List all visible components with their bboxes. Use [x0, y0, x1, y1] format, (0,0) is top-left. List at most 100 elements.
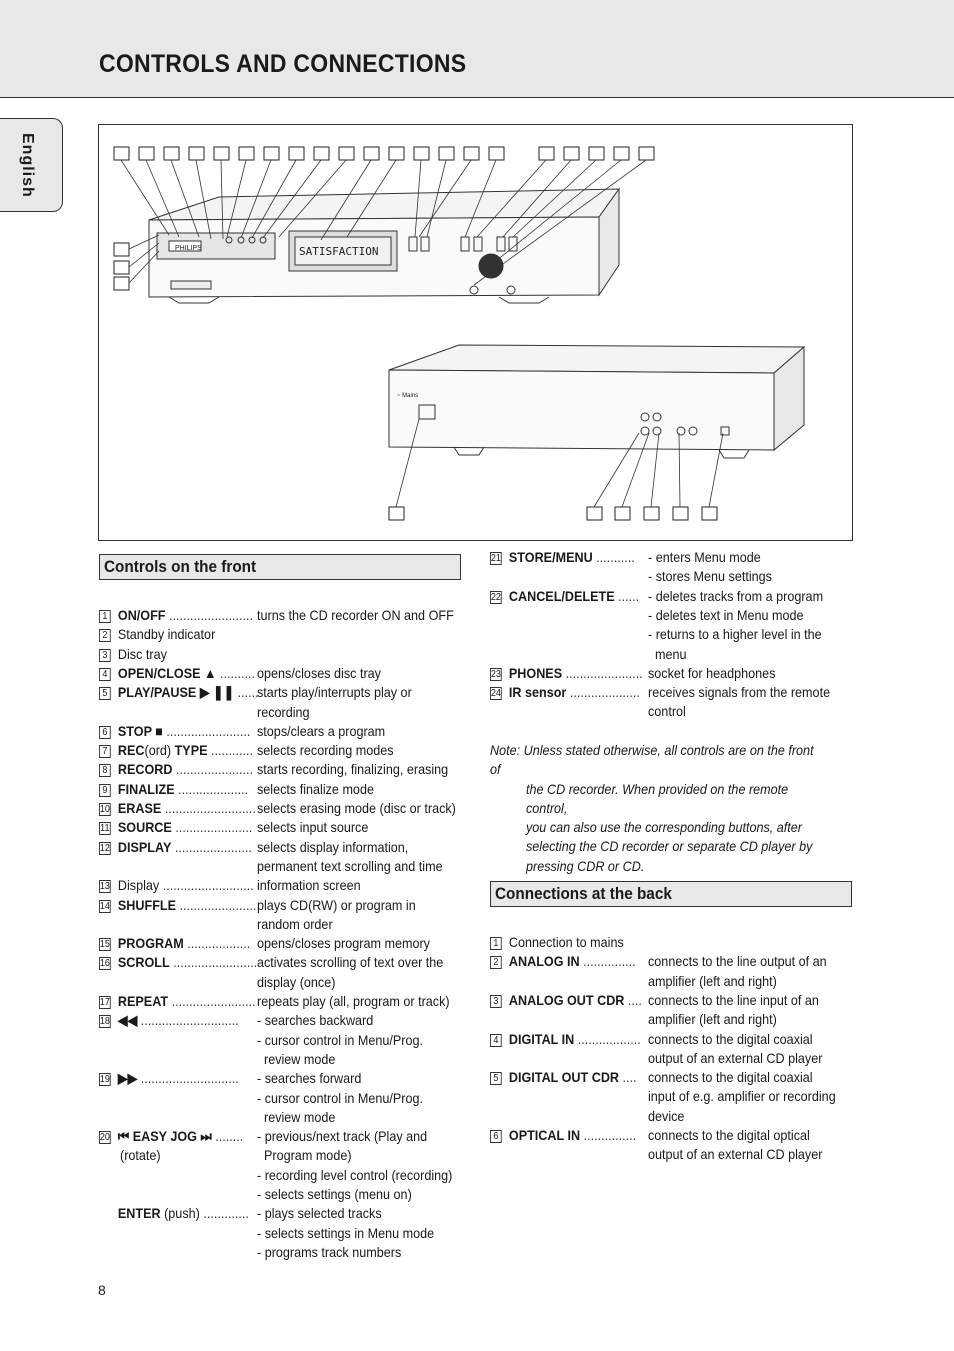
description-line: device [648, 1107, 688, 1126]
control-label: IR sensor [508, 684, 567, 701]
item-number-box: 23 [490, 667, 502, 681]
callout-box [388, 146, 405, 161]
item-number-box: 5 [490, 1072, 502, 1086]
callout-box [563, 146, 580, 161]
control-label: ANALOG OUT CDR [508, 991, 625, 1008]
description-line: starts recording, finalizing, erasing [257, 760, 469, 779]
entry-text: ENTER (push) ............. [99, 1204, 249, 1223]
control-label: SCROLL [117, 954, 170, 971]
leader-dots: ............................ [137, 1070, 239, 1087]
description-line: menu [648, 645, 691, 664]
description-line: - stores Menu settings [648, 567, 786, 586]
leader-dots: .................... [174, 780, 249, 797]
callout-box [638, 146, 655, 161]
item-number-box: 22 [490, 590, 502, 604]
item-number-box: 16 [99, 957, 111, 971]
leader-line [502, 159, 572, 238]
control-label: TYPE [174, 742, 208, 759]
leader-line [473, 159, 647, 286]
callout-box [338, 146, 355, 161]
control-label: ERASE [117, 800, 162, 816]
description-text: - cursor control in Menu/Prog. [257, 1089, 423, 1106]
description-text: review mode [257, 1050, 336, 1067]
leader-line [678, 432, 681, 508]
leader-line [226, 159, 247, 238]
description-line: output of an external CD player [648, 1049, 842, 1068]
item-number-box: 6 [99, 725, 111, 739]
leader-line [426, 159, 447, 238]
description-text: starts play/interrupts play or [257, 684, 412, 701]
leader-line [621, 432, 650, 508]
item-number-box: 2 [490, 956, 502, 970]
description-line: receives signals from the remote [648, 683, 850, 702]
item-number-box: 18 [99, 1015, 111, 1029]
callout-box [413, 146, 430, 161]
mains-label: ~ Mains [397, 393, 418, 399]
callout-box [672, 506, 689, 521]
description-text: selects recording modes [257, 742, 394, 759]
description-line: selects erasing mode (disc or track) [257, 799, 478, 818]
description-text: - stores Menu settings [648, 568, 772, 585]
callout-box [586, 506, 603, 521]
list-entry: 19▶▶ ............................ [99, 1069, 254, 1088]
description-line: - previous/next track (Play and [257, 1127, 446, 1146]
section-heading-back: Connections at the back [490, 881, 852, 907]
description-line: selects finalize mode [257, 780, 387, 799]
item-number-box: 5 [99, 687, 111, 701]
callout-box [643, 506, 660, 521]
description-line: activates scrolling of text over the [257, 953, 464, 972]
leader-dots: .......... [216, 664, 256, 681]
description-text: connects to the line input of an [648, 991, 819, 1008]
leader-dots: .................. [183, 935, 251, 952]
control-label: STOP ■ [117, 722, 163, 739]
description-text: Program mode) [257, 1147, 352, 1164]
description-text: - searches forward [257, 1070, 362, 1087]
description-text: control [648, 703, 686, 720]
description-text: recording [257, 703, 310, 720]
list-entry: ENTER (push) ............. [99, 1204, 266, 1223]
note-line: you can also use the corresponding butto… [490, 818, 855, 837]
description-text: - cursor control in Menu/Prog. [257, 1031, 423, 1048]
leader-dots: ........................ [169, 954, 258, 971]
leader-line [128, 234, 160, 250]
leader-dots: .......................... [161, 800, 256, 816]
device-illustration: PHILIPS SATISFACTION ~ Mains [98, 124, 853, 541]
note-line: selecting the CD recorder or separate CD… [490, 837, 855, 856]
description-line: - enters Menu mode [648, 548, 773, 567]
description-line: amplifier (left and right) [648, 972, 791, 991]
description-text: device [648, 1107, 685, 1124]
leader-dots: ........................ [168, 993, 256, 1009]
description-line: stops/clears a program [257, 722, 399, 741]
leader-line [490, 159, 622, 266]
leader-line [170, 159, 200, 238]
callout-box [388, 506, 405, 521]
item-number-box: 15 [99, 938, 111, 952]
description-line: connects to the line input of an [648, 991, 838, 1010]
language-label: English [19, 133, 36, 198]
description-line: review mode [257, 1050, 344, 1069]
note-text: the CD recorder. When provided on the re… [526, 780, 789, 816]
leader-dots: ............... [579, 953, 636, 970]
callout-box [288, 146, 305, 161]
leader-line [593, 432, 640, 508]
leader-dots: ...................... [171, 838, 252, 855]
description-text: stops/clears a program [257, 722, 386, 739]
